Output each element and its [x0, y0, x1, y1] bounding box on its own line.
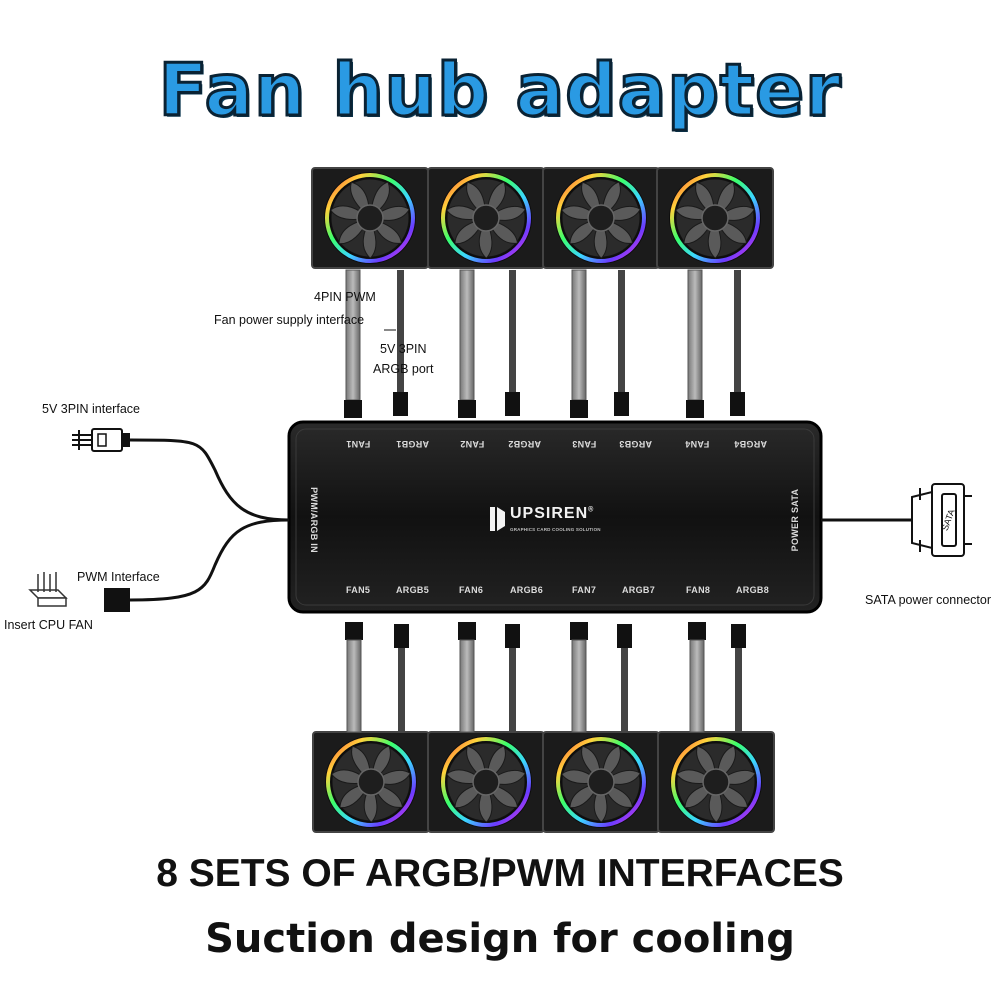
fan-2	[426, 166, 546, 270]
callout-insert-cpu-fan: Insert CPU FAN	[4, 618, 93, 632]
hub-port-label: FAN5	[346, 585, 371, 595]
hub-port-label: ARGB5	[396, 585, 430, 595]
fan-3	[541, 166, 661, 270]
plug-3pin-icon	[72, 428, 130, 452]
hub-port-label: FAN8	[686, 585, 711, 595]
brand-logo-icon	[490, 507, 505, 531]
callout-fan-power-interface: Fan power supply interface	[214, 313, 365, 327]
fan-7	[541, 730, 661, 834]
callout-5v-3pin-interface: 5V 3PIN interface	[42, 402, 140, 416]
callout-argb-port: ARGB port	[373, 362, 434, 376]
bottom-cables	[345, 622, 746, 733]
hub-port-label: FAN6	[459, 585, 484, 595]
hub-port-label: FAN1	[346, 439, 371, 449]
callout-sata-power: SATA power connector	[865, 593, 991, 607]
top-cables	[344, 269, 745, 418]
fan-5	[311, 730, 431, 834]
hub-port-label: ARGB2	[508, 439, 542, 449]
hub-port-label: FAN3	[572, 439, 597, 449]
fan-6	[426, 730, 546, 834]
page-title: Fan hub adapter	[157, 47, 842, 134]
callout-4pin-pwm: 4PIN PWM	[314, 290, 376, 304]
cpu-fan-header-icon	[28, 572, 68, 607]
fan-1	[310, 166, 430, 270]
hub-pwm-argb-in-label: PWM/ARGB IN	[309, 487, 319, 553]
hub-brand-tagline: GRAPHICS CARD COOLING SOLUTION	[510, 527, 601, 532]
input-cables	[129, 438, 290, 602]
fan-4	[655, 166, 775, 270]
feature-subheading: Suction design for cooling	[205, 916, 795, 962]
hub-power-sata-label: POWER SATA	[790, 488, 800, 552]
callout-5v-3pin: 5V 3PIN	[380, 342, 427, 356]
hub-body	[287, 420, 823, 614]
hub-port-label: FAN7	[572, 585, 597, 595]
hub-brand-name: UPSIREN®	[510, 505, 595, 522]
fan-8	[656, 730, 776, 834]
pwm-plug-icon	[104, 588, 130, 612]
hub-port-label: ARGB6	[510, 585, 544, 595]
sata-connector-icon	[911, 483, 972, 557]
hub-port-label: FAN2	[460, 439, 485, 449]
hub-port-label: ARGB4	[734, 439, 768, 449]
hub-port-label: ARGB7	[622, 585, 656, 595]
hub-port-label: ARGB1	[396, 439, 430, 449]
callout-pwm-interface: PWM Interface	[77, 570, 160, 584]
hub-port-label: FAN4	[685, 439, 710, 449]
feature-heading: 8 SETS OF ARGB/PWM INTERFACES	[156, 852, 844, 895]
hub-port-label: ARGB3	[619, 439, 653, 449]
hub-port-label: ARGB8	[736, 585, 770, 595]
